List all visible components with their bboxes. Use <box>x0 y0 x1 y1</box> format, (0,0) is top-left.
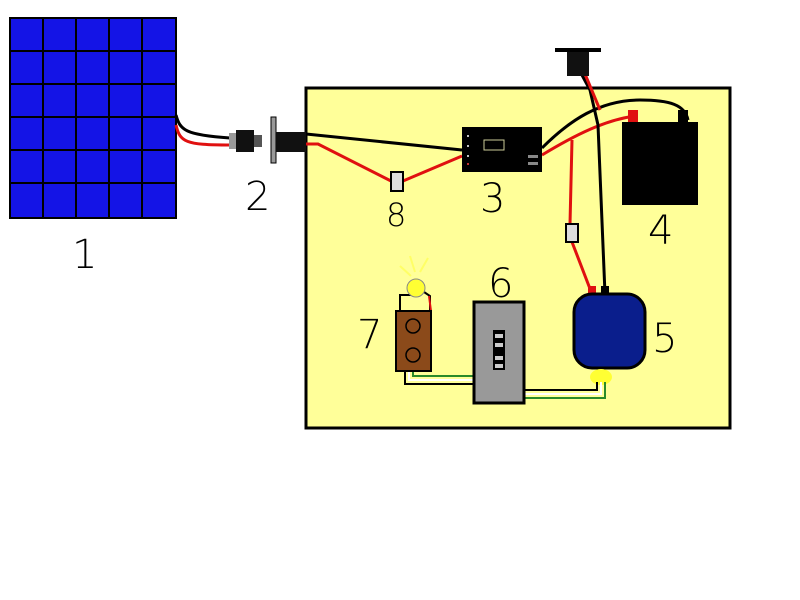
wire-black <box>174 114 231 140</box>
label-2: 2 <box>245 174 270 220</box>
label-4: 4 <box>648 208 673 254</box>
fuse <box>390 171 404 192</box>
label-5: 5 <box>652 316 677 362</box>
socket-icon <box>405 318 421 334</box>
top-connector <box>555 48 601 76</box>
battery <box>622 110 698 205</box>
label-6: 6 <box>488 261 513 307</box>
label-1: 1 <box>72 232 97 278</box>
wire-red <box>174 124 231 147</box>
label-7: 7 <box>357 312 382 358</box>
output-wiring <box>404 371 606 399</box>
label-3: 3 <box>480 176 505 222</box>
charge-controller <box>462 127 542 172</box>
switch-box <box>472 300 526 405</box>
socket-icon <box>405 347 421 363</box>
internal-wiring <box>305 61 690 295</box>
light-bulb-icon <box>406 278 426 298</box>
connector <box>229 116 306 164</box>
solar-panel <box>9 17 177 219</box>
generator <box>572 286 647 385</box>
outlet <box>395 255 432 372</box>
label-8: 8 <box>386 196 406 234</box>
fuse-2 <box>565 223 579 243</box>
light-rays-icon <box>399 255 429 277</box>
